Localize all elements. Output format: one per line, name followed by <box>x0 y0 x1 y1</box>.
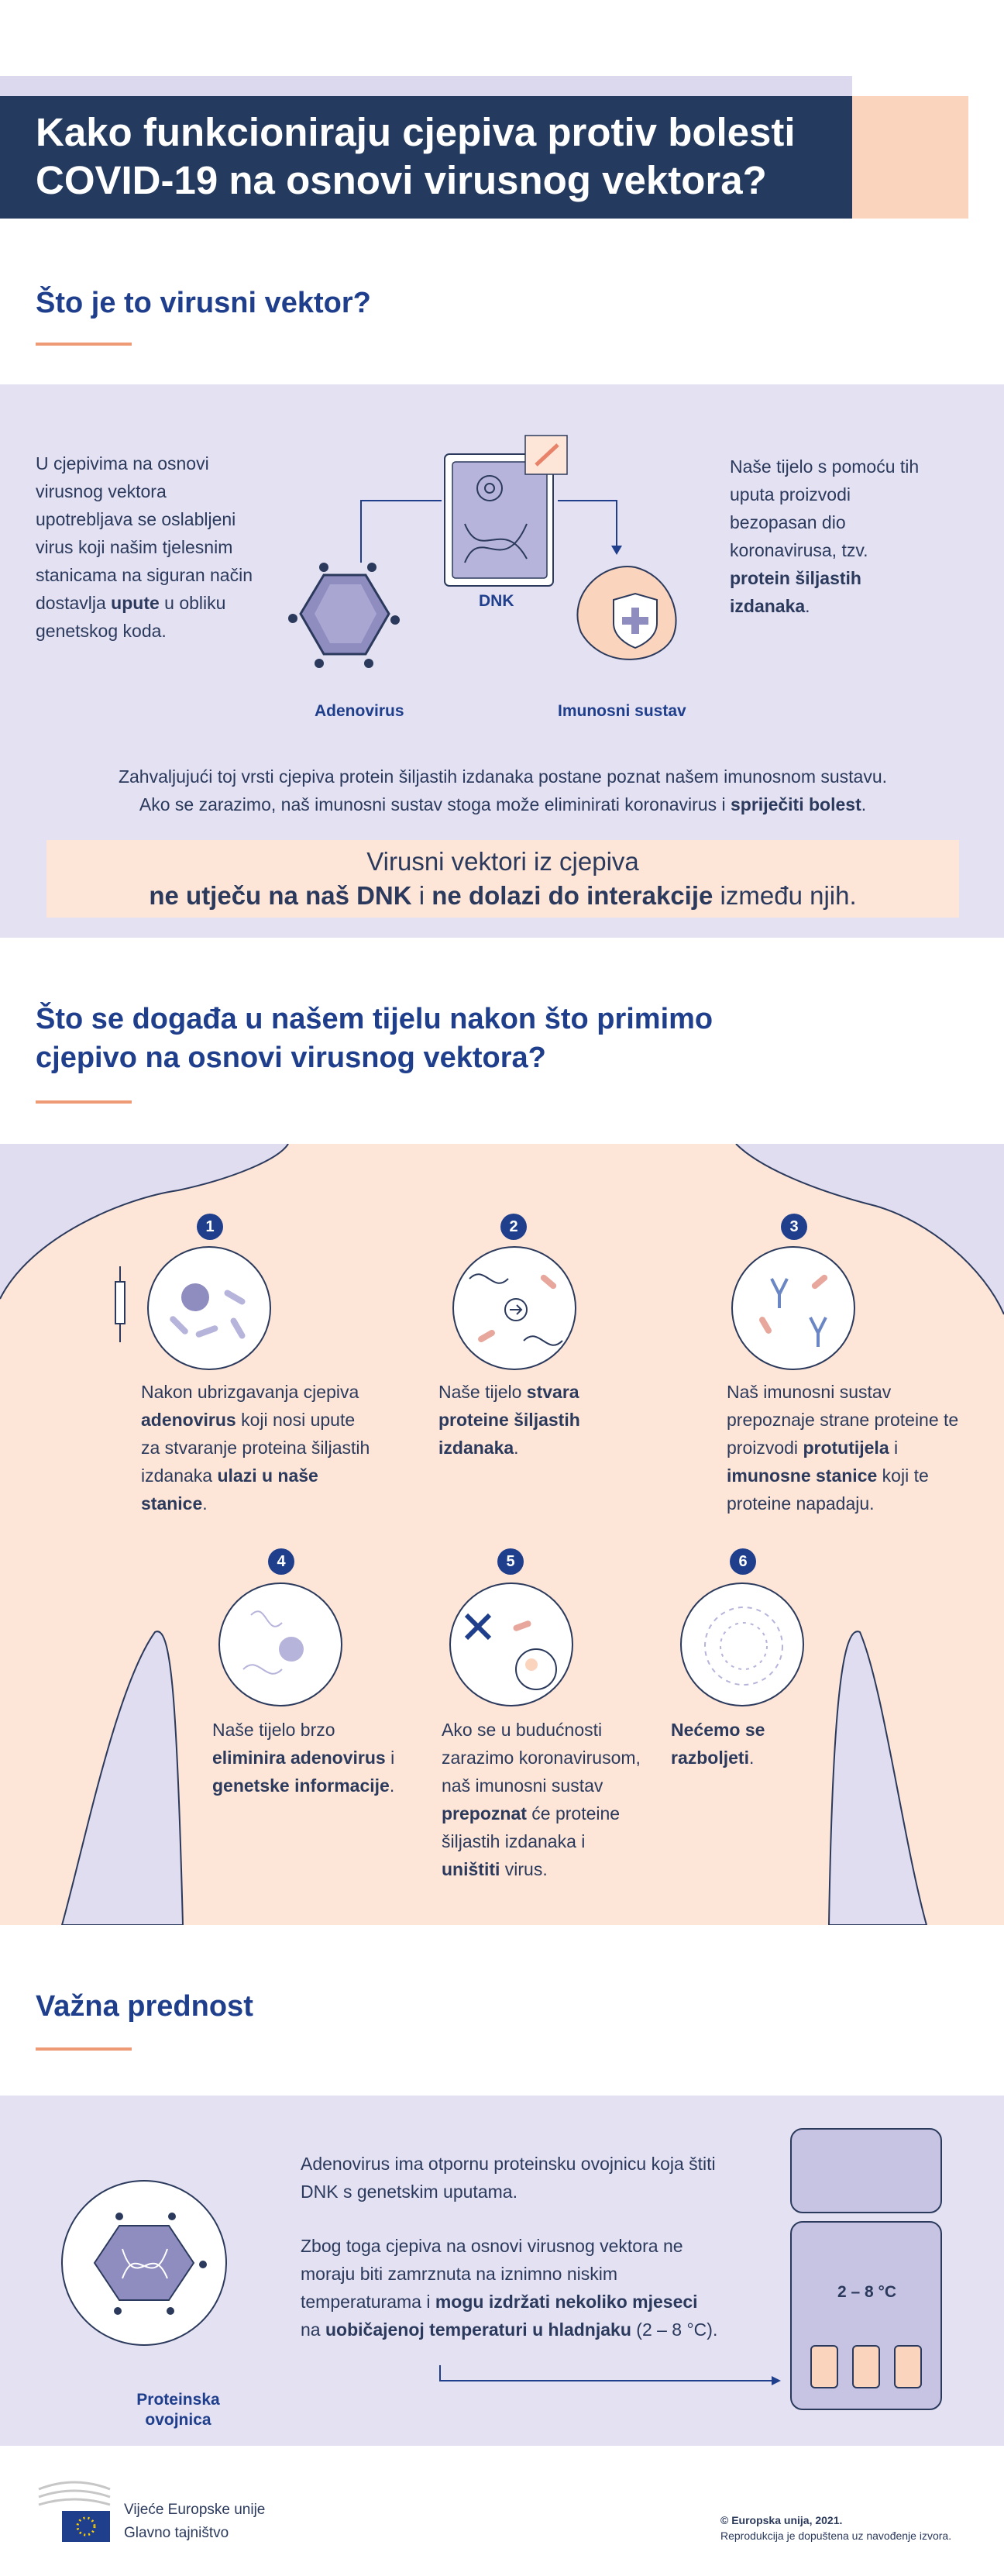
step-1-illustration <box>147 1246 271 1370</box>
footer-org: Vijeće Europske unije <box>124 2502 266 2518</box>
header-accent-block <box>852 96 968 219</box>
body-steps-panel: 1 Nakon ubrizgavanja cjepiva adenovirus … <box>0 1144 1004 1925</box>
footer-dept: Glavno tajništvo <box>124 2525 229 2541</box>
syringe-icon <box>115 1266 126 1342</box>
section1-heading: Što je to virusni vektor? <box>36 287 371 319</box>
footer-copyright: © Europska unija, 2021. <box>720 2514 843 2526</box>
step-5-number: 5 <box>497 1548 524 1575</box>
section3-text-2: Zbog toga cjepiva na osnovi virusnog vek… <box>301 2236 718 2340</box>
step-6-illustration <box>680 1582 804 1706</box>
protein-shell-label: Proteinska ovojnica <box>136 2391 220 2429</box>
section1-left-text: U cjepivima na osnovi virusnog vektora u… <box>36 453 253 641</box>
step-3-text: Naš imunosni sustav prepoznaje strane pr… <box>727 1382 959 1514</box>
step-6-number: 6 <box>730 1548 756 1575</box>
step-1-text: Nakon ubrizgavanja cjepiva adenovirus ko… <box>141 1382 370 1514</box>
step-2-illustration <box>452 1246 576 1370</box>
vial-icon <box>894 2345 922 2388</box>
step-4-text: Naše tijelo brzo eliminira adenovirus i … <box>212 1720 395 1796</box>
step-3-illustration <box>731 1246 855 1370</box>
footer-reproduction: Reprodukcija je dopuštena uz navođenje i… <box>720 2530 952 2542</box>
fridge-illustration: 2 – 8 °C <box>790 2128 942 2410</box>
step-5-illustration <box>449 1582 573 1706</box>
step-5-text: Ako se u budućnosti zarazimo koronavirus… <box>442 1720 641 1879</box>
step-2-number: 2 <box>500 1214 527 1240</box>
header-bg-band <box>0 76 852 96</box>
fridge-temperature: 2 – 8 °C <box>837 2283 897 2301</box>
section3-heading: Važna prednost <box>36 1990 253 2023</box>
step-2-text: Naše tijelo stvara proteine šiljastih iz… <box>438 1382 580 1458</box>
step-3-number: 3 <box>781 1214 807 1240</box>
eu-council-logo <box>38 2481 111 2542</box>
fridge-freezer <box>790 2128 942 2213</box>
arrow-to-fridge <box>439 2365 781 2385</box>
viral-vector-diagram <box>288 435 677 668</box>
vial-icon <box>852 2345 880 2388</box>
section3-rule <box>36 2047 132 2051</box>
section3-text-1: Adenovirus ima otpornu proteinsku ovojni… <box>301 2154 716 2202</box>
adenovirus-shell-illustration <box>61 2180 227 2346</box>
immune-system-label: Imunosni sustav <box>558 702 686 720</box>
vial-icon <box>810 2345 838 2388</box>
section1-rule <box>36 343 132 346</box>
section1-right-text: Naše tijelo s pomoću tih uputa proizvodi… <box>730 456 920 616</box>
dnk-label: DNK <box>479 592 514 610</box>
step-1-number: 1 <box>197 1214 223 1240</box>
section2-heading: Što se događa u našem tijelu nakon što p… <box>36 1003 713 1074</box>
page-title: Kako funkcioniraju cjepiva protiv bolest… <box>36 110 796 202</box>
step-6-text: Nećemo se razboljeti. <box>671 1720 765 1768</box>
header-banner <box>0 96 852 219</box>
step-4-illustration <box>218 1582 342 1706</box>
adenovirus-label: Adenovirus <box>315 702 404 720</box>
section2-rule <box>36 1100 132 1104</box>
section1-middle-text: Zahvaljujući toj vrsti cjepiva protein š… <box>118 766 888 814</box>
dna-info-box: Virusni vektori iz cjepiva ne utječu na … <box>46 840 959 918</box>
step-4-number: 4 <box>268 1548 294 1575</box>
